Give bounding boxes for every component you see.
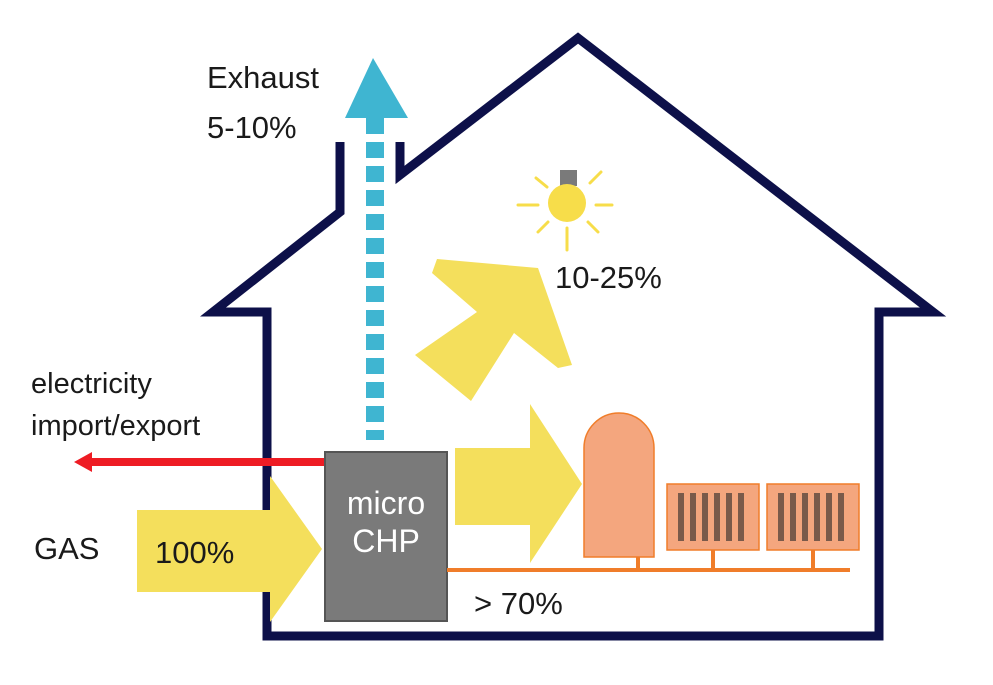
chp-label-line2: CHP bbox=[352, 523, 420, 560]
hot-water-tank-icon bbox=[583, 412, 655, 558]
radiator-icon bbox=[666, 483, 760, 551]
gas-label: GAS bbox=[34, 531, 100, 566]
gas-percent: 100% bbox=[155, 535, 235, 570]
radiator-icon bbox=[766, 483, 860, 551]
electricity-label-line2: import/export bbox=[31, 410, 201, 442]
chp-label-line1: micro bbox=[346, 485, 426, 521]
exhaust-percent: 5-10% bbox=[207, 110, 297, 145]
light-percent: 10-25% bbox=[555, 260, 662, 295]
heat-percent: > 70% bbox=[474, 586, 563, 621]
electricity-label-line1: electricity bbox=[31, 368, 152, 400]
gas-input-arrow bbox=[137, 476, 322, 622]
house-outline bbox=[200, 32, 947, 641]
heat-energy-arrow bbox=[455, 404, 582, 563]
chp-label: micro CHP bbox=[325, 484, 447, 561]
electricity-arrow-head bbox=[74, 452, 92, 472]
exhaust-arrow-head bbox=[345, 58, 408, 118]
chp-unit-box bbox=[324, 451, 448, 622]
exhaust-label: Exhaust bbox=[207, 60, 320, 95]
light-energy-arrow bbox=[415, 259, 572, 401]
light-bulb-icon bbox=[516, 170, 614, 252]
heating-pipe bbox=[447, 550, 850, 572]
